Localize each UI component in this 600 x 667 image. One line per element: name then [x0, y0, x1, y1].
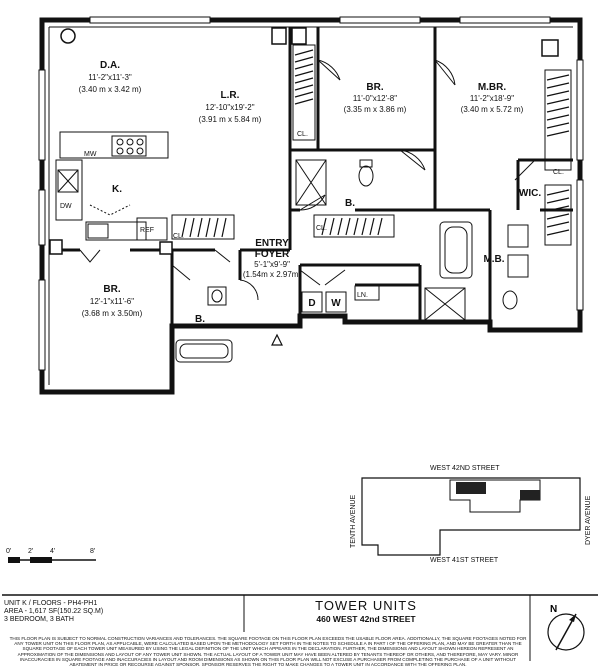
dryer-icon [301, 291, 323, 313]
dryer-label: D [308, 298, 315, 309]
washer-icon [325, 291, 347, 313]
scale-label-2: 2' [28, 548, 33, 555]
avenue-east: DYER AVENUE [585, 495, 592, 545]
shower-icon [295, 159, 327, 206]
street-south: WEST 41ST STREET [430, 557, 499, 564]
room-br2-dim-ft: 12'-1"x11'-6" [90, 297, 134, 306]
key-plan: WEST 42ND STREET WEST 41ST STREET TENTH … [350, 465, 592, 564]
entry-marker-icon [271, 333, 283, 346]
site-outline [361, 477, 581, 556]
bathtub-icon-2 [175, 339, 233, 363]
disclaimer: This floor plan is subject to normal con… [9, 636, 527, 667]
room-da-dim-m: (3.40 m x 3.42 m) [79, 85, 142, 94]
closet-label-mbr: CL. [553, 169, 564, 176]
linen-closet-icon [354, 285, 380, 301]
ref-label: REF [140, 227, 154, 234]
room-mbr-name: M.BR. [478, 82, 507, 93]
cooktop-icon [111, 135, 147, 157]
counter-sink-icon [87, 223, 109, 239]
closet-label-br1: CL. [297, 131, 308, 138]
interior-walls [49, 27, 573, 326]
kitchen-fixtures [55, 131, 169, 241]
room-lr-dim-ft: 12'-10"x19'-2" [205, 103, 254, 112]
room-mb-name: M.B. [483, 254, 504, 265]
laundry [301, 285, 380, 313]
scale-label-4: 4' [50, 548, 55, 555]
unit-info: UNIT K / FLOORS - PH4-PH1 AREA - 1,617 S… [4, 600, 244, 624]
columns [49, 27, 559, 255]
room-br1-dim-m: (3.35 m x 3.86 m) [344, 105, 407, 114]
room-lr-name: L.R. [221, 90, 240, 101]
unit-highlight [456, 482, 486, 494]
room-foyer-dim-m: (1.54m x 2.97m) [243, 270, 302, 279]
sink-icon-3 [207, 286, 227, 306]
closet-hatching [181, 49, 570, 238]
room-lr-dim-m: (3.91 m x 5.84 m) [199, 115, 262, 124]
room-foyer-dim-ft: 5'-1"x9'-9" [254, 260, 290, 269]
linen-label: LN. [357, 292, 368, 299]
room-labels: D.A. 11'-2"x11'-3" (3.40 m x 3.42 m) L.R… [60, 60, 564, 325]
room-bath1-name: B. [195, 314, 205, 325]
sink-icon [507, 224, 529, 248]
closet-label-foyer: CL. [173, 233, 184, 240]
bathroom-fixtures [175, 159, 529, 363]
toilet-icon [358, 165, 374, 187]
exterior-walls [39, 17, 583, 395]
toilet-icon-2 [502, 290, 518, 310]
tower-footprint [449, 479, 541, 513]
street-north: WEST 42ND STREET [430, 465, 500, 472]
unit-info-line2: AREA - 1,617 SF(150.22 SQ.M) [4, 608, 104, 615]
room-wic-name: WIC. [519, 188, 541, 199]
unit-info-line3: 3 BEDROOM, 3 BATH [4, 616, 74, 623]
room-mbr-dim-ft: 11'-2"x18'-9" [470, 94, 514, 103]
door-swings [79, 59, 536, 301]
sink-icon-2 [507, 254, 529, 278]
room-foyer-name2: FOYER [255, 249, 290, 260]
washer-label: W [331, 298, 341, 309]
closet-label-hall: CL. [316, 225, 327, 232]
mw-label: MW [84, 151, 97, 158]
title-line2: 460 WEST 42nd STREET [316, 614, 416, 624]
closets [171, 44, 572, 246]
room-da-name: D.A. [100, 60, 120, 71]
room-k-name: K. [112, 184, 122, 195]
bathtub-icon [439, 221, 473, 279]
scale-label-8: 8' [90, 548, 95, 555]
north-label: N [550, 604, 557, 615]
plan-title: TOWER UNITS 460 WEST 42nd STREET [246, 598, 486, 624]
north-arrow-icon: N [547, 604, 585, 651]
unit-info-line1: UNIT K / FLOORS - PH4-PH1 [4, 600, 98, 607]
column-marker-icon [60, 28, 76, 44]
room-foyer-name1: ENTRY [255, 238, 289, 249]
room-br2-name: BR. [103, 284, 120, 295]
refrigerator-icon [136, 217, 168, 241]
scale-label-0: 0' [6, 548, 11, 555]
kitchen-sink-icon [57, 169, 79, 193]
room-br1-dim-ft: 11'-0"x12'-8" [353, 94, 397, 103]
dw-label: DW [60, 203, 72, 210]
unit-highlight-2 [520, 490, 540, 500]
room-da-dim-ft: 11'-2"x11'-3" [88, 73, 132, 82]
shower-icon-2 [424, 287, 466, 321]
avenue-west: TENTH AVENUE [350, 495, 357, 548]
room-bath2-name: B. [345, 198, 355, 209]
title-line1: TOWER UNITS [315, 598, 417, 613]
room-br2-dim-m: (3.68 m x 3.50m) [82, 309, 143, 318]
windows [38, 16, 584, 371]
scale-bar: 0' 2' 4' 8' [6, 548, 96, 563]
room-mbr-dim-m: (3.40 m x 5.72 m) [461, 105, 524, 114]
room-br1-name: BR. [366, 82, 383, 93]
